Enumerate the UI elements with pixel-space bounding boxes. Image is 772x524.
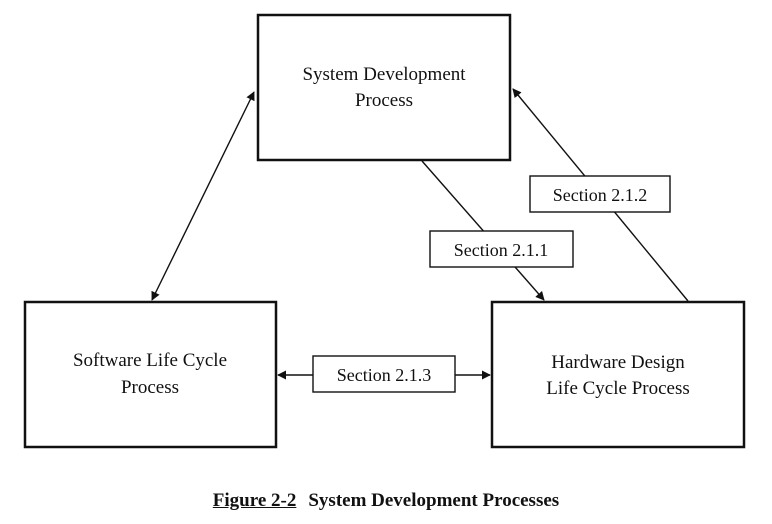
edge-label-2-1-1: Section 2.1.1 — [429, 230, 574, 268]
node-hardware-design: Hardware Design Life Cycle Process — [490, 300, 746, 449]
node-hardware-line-1: Hardware Design — [551, 352, 685, 373]
node-system-line-1: System Development — [302, 64, 466, 85]
node-hardware-line-2: Life Cycle Process — [546, 378, 690, 399]
node-software-line-1: Software Life Cycle — [73, 350, 227, 371]
node-software-life-cycle: Software Life Cycle Process — [23, 300, 278, 449]
edge-label-2-1-2-text: Section 2.1.2 — [553, 185, 648, 205]
node-system-development: System Development Process — [256, 13, 512, 162]
node-software-line-2: Process — [121, 377, 179, 398]
edge-label-2-1-3: Section 2.1.3 — [312, 355, 456, 393]
edge-label-2-1-1-text: Section 2.1.1 — [454, 240, 549, 260]
figure-title: System Development Processes — [308, 490, 560, 511]
edge-label-2-1-3-text: Section 2.1.3 — [337, 365, 432, 385]
figure-number: Figure 2-2 — [212, 490, 297, 511]
edge-label-2-1-2: Section 2.1.2 — [529, 175, 671, 213]
edge-system-software — [151, 91, 255, 301]
figure-caption: Figure 2-2 System Development Processes — [0, 490, 772, 512]
node-system-line-2: Process — [355, 90, 413, 111]
